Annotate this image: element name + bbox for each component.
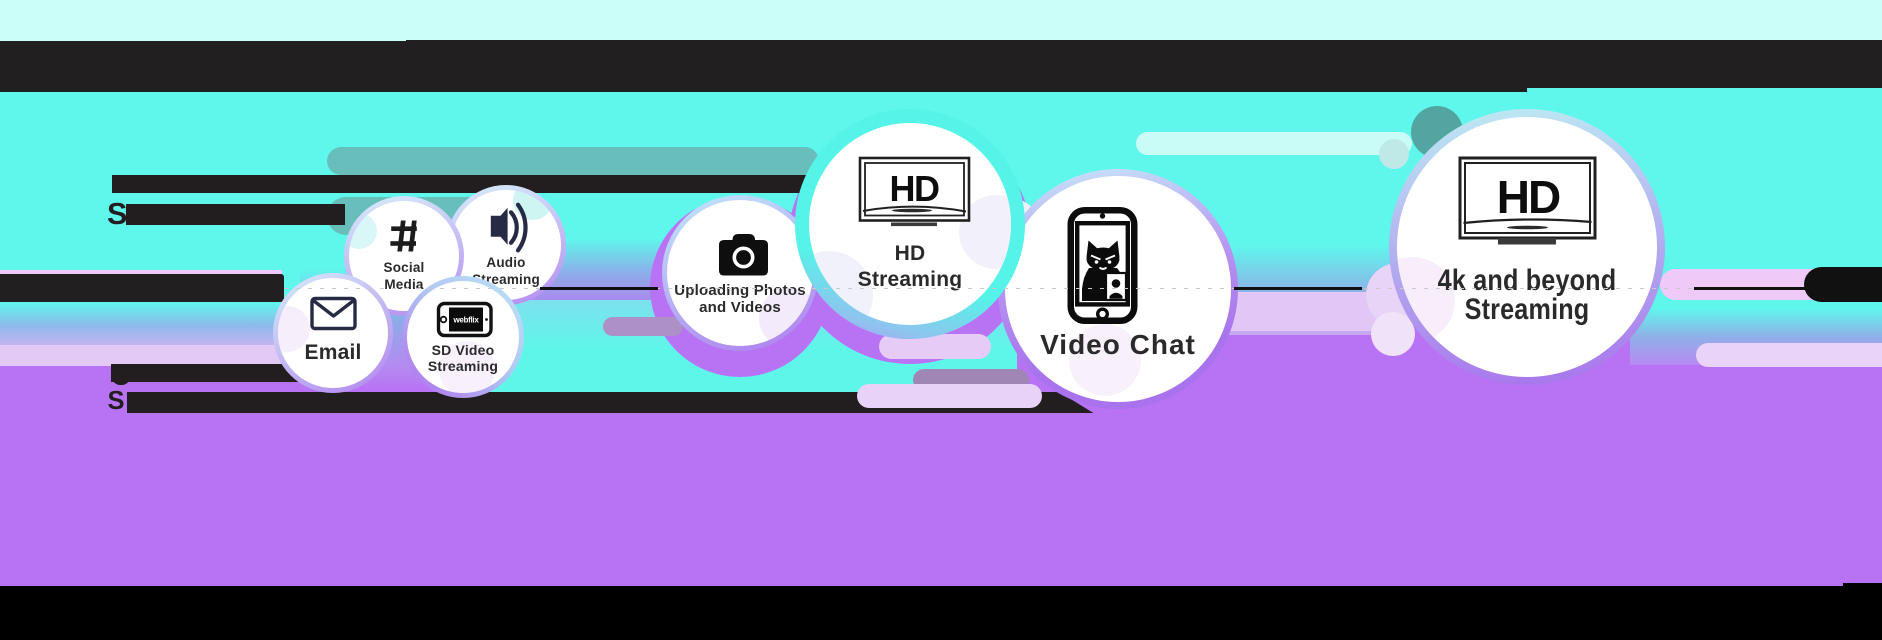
svg-text:webflix: webflix xyxy=(452,316,479,325)
svg-text:HD: HD xyxy=(890,168,939,209)
svg-text:HD: HD xyxy=(1497,171,1560,223)
